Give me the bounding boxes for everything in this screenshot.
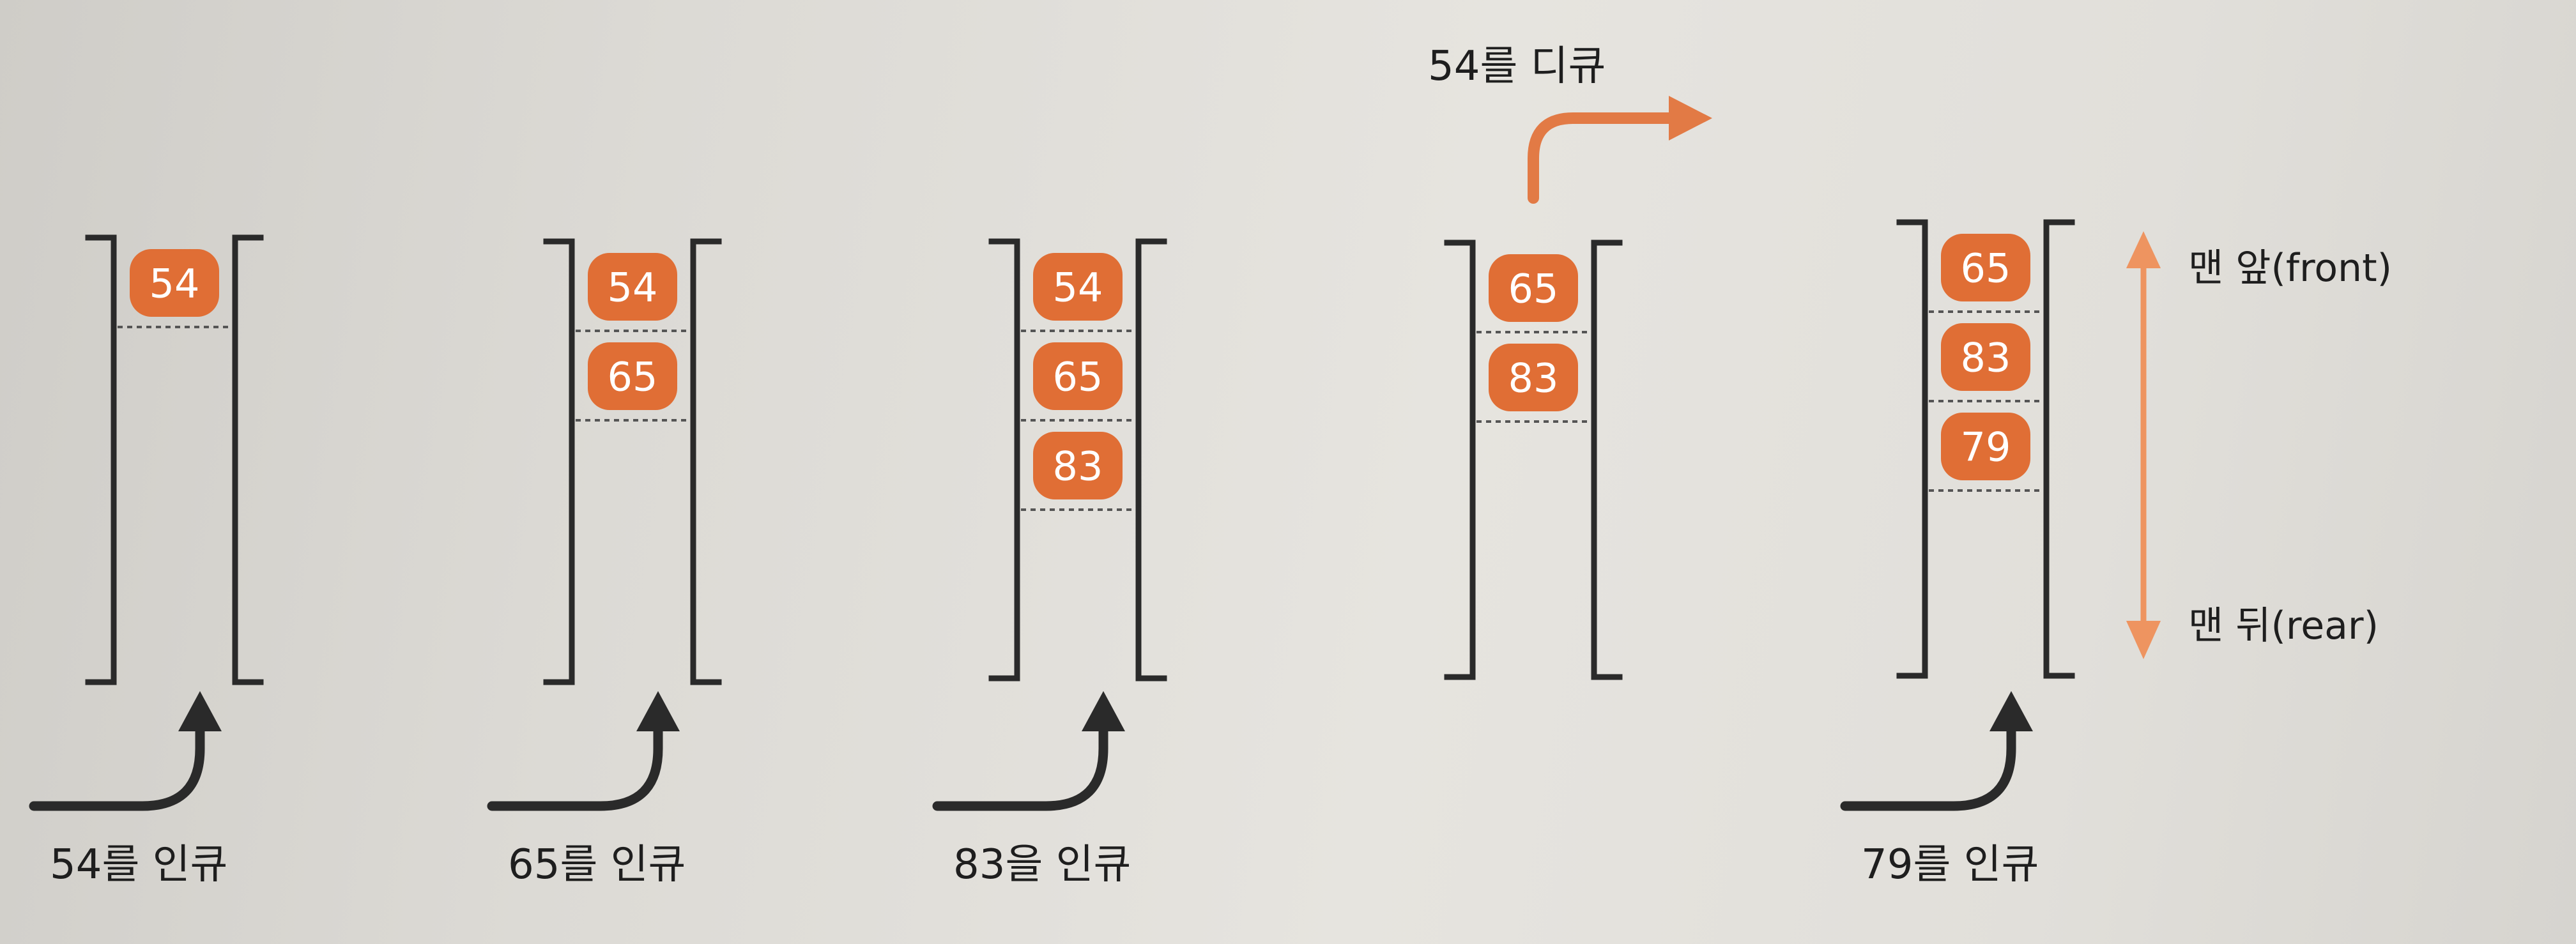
queue-state-1: 54 54를 인큐 — [29, 234, 264, 888]
queue-right-wall — [1135, 238, 1167, 681]
queue-item-label: 65 — [1961, 245, 2011, 292]
queue-item-label: 65 — [1508, 266, 1559, 312]
order-axis: 맨 앞(front) 맨 뒤(rear) — [2126, 231, 2392, 659]
queue-item-box — [1033, 432, 1123, 499]
queue-left-wall — [85, 234, 117, 685]
queue-item-label: 83 — [1053, 443, 1103, 490]
enqueue-caption: 83을 인큐 — [953, 841, 1131, 888]
queue-right-wall — [232, 234, 264, 685]
queue-item-box — [1941, 323, 2030, 391]
queue-item-label: 83 — [1961, 335, 2011, 381]
enqueue-arrow-icon — [487, 720, 663, 811]
queue-item-box — [1033, 253, 1123, 321]
queue-state-3: 54 65 83 83을 인큐 — [932, 238, 1167, 888]
enqueue-arrowhead-icon — [1989, 691, 2033, 731]
queue-states: 54 54를 인큐 54 65 65를 인큐 54 65 83 83을 인큐 65 83 54를 디큐… — [29, 43, 2075, 888]
up-arrow-icon — [2126, 231, 2161, 268]
front-label: 맨 앞(front) — [2188, 246, 2392, 291]
queue-item-box — [588, 342, 677, 410]
queue-item-label: 65 — [1053, 354, 1103, 400]
enqueue-caption: 65를 인큐 — [508, 841, 686, 888]
queue-item-box — [1489, 254, 1578, 322]
queue-item-label: 54 — [608, 264, 658, 311]
queue-state-4: 65 83 54를 디큐 — [1428, 43, 1712, 680]
enqueue-arrowhead-icon — [178, 691, 222, 731]
queue-right-wall — [2043, 219, 2075, 679]
queue-item-box — [1033, 342, 1123, 410]
queue-left-wall — [543, 238, 575, 685]
rear-label: 맨 뒤(rear) — [2188, 604, 2379, 648]
queue-state-2: 54 65 65를 인큐 — [487, 238, 722, 888]
dequeue-caption: 54를 디큐 — [1428, 43, 1606, 90]
enqueue-arrow-icon — [932, 720, 1108, 811]
enqueue-arrowhead-icon — [636, 691, 680, 731]
enqueue-caption: 79를 인큐 — [1861, 841, 2039, 888]
queue-right-wall — [690, 238, 722, 685]
queue-item-box — [588, 253, 677, 321]
queue-item-box — [1489, 344, 1578, 411]
queue-item-label: 79 — [1961, 424, 2011, 471]
queue-item-box — [130, 249, 219, 317]
queue-left-wall — [988, 238, 1020, 681]
queue-item-label: 54 — [150, 261, 200, 307]
queue-item-label: 83 — [1508, 355, 1559, 402]
queue-item-label: 54 — [1053, 264, 1103, 311]
down-arrow-icon — [2126, 621, 2161, 659]
queue-item-box — [1941, 413, 2030, 480]
enqueue-arrow-icon — [29, 720, 205, 811]
queue-right-wall — [1591, 240, 1623, 680]
enqueue-arrowhead-icon — [1082, 691, 1125, 731]
dequeue-arrowhead-icon — [1669, 96, 1712, 141]
queue-state-5: 65 83 79 79를 인큐 — [1840, 219, 2075, 888]
queue-left-wall — [1444, 240, 1476, 680]
queue-left-wall — [1896, 219, 1928, 679]
queue-item-label: 65 — [608, 354, 658, 400]
enqueue-arrow-icon — [1840, 720, 2016, 811]
dequeue-arrow-icon — [1528, 112, 1676, 204]
enqueue-caption: 54를 인큐 — [50, 841, 227, 888]
queue-item-box — [1941, 234, 2030, 301]
